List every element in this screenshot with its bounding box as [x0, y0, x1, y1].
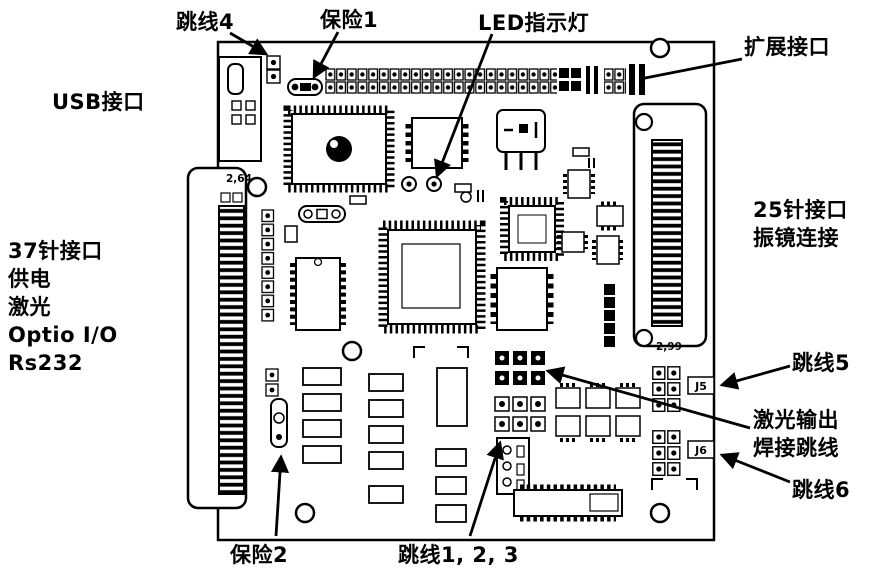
dimension-markings: 2,64 2,99: [226, 173, 682, 353]
jumper5-arrow: [719, 364, 791, 390]
label-led-indicator: LED指示灯: [478, 11, 590, 35]
jumper123-block: [494, 396, 548, 436]
expansion-leader-line: [639, 57, 743, 81]
qfp-chip-main: [378, 220, 486, 334]
label-line: 37针接口: [8, 239, 103, 263]
fuse2-arrow: [270, 454, 290, 537]
j6-marking: J6: [694, 444, 707, 457]
label-line: 焊接跳线: [753, 436, 839, 460]
label-line: Optio I/O: [8, 323, 118, 347]
jumper123-arrow: [468, 440, 504, 537]
laser-output-weld-jumpers: [494, 350, 548, 390]
crystal-oscillator: [298, 205, 346, 223]
jumper6-group: J6: [652, 430, 715, 478]
label-laser-output: 激光输出 焊接跳线: [753, 406, 839, 462]
small-soic-chips: [557, 147, 624, 265]
top-pin-header: [325, 64, 645, 95]
dsub-25pin-connector: [632, 102, 708, 348]
fuse2-component: [265, 368, 288, 448]
small-passives: [349, 183, 698, 490]
label-jumper123: 跳线1, 2, 3: [398, 543, 519, 567]
jumper4-arrow: [229, 31, 269, 56]
jumper6-arrow: [719, 452, 791, 484]
label-line: Rs232: [8, 351, 84, 375]
fuse1-arrow: [312, 31, 340, 80]
label-line: 供电: [8, 267, 51, 291]
dip-chip-left: [290, 257, 346, 331]
laser-output-arrow: [545, 366, 751, 430]
callout-arrows: [229, 31, 791, 537]
label-jumper4: 跳线4: [176, 10, 235, 34]
led-arrow: [434, 33, 494, 179]
label-line: 振镜连接: [753, 226, 839, 250]
label-fuse2: 保险2: [230, 543, 289, 567]
j5-marking: J5: [694, 380, 707, 393]
led-indicators: [401, 176, 484, 203]
label-fuse1: 保险1: [320, 8, 379, 32]
vertical-pin-strip: [604, 284, 615, 347]
dip-ic-bottom: [513, 484, 623, 522]
soic-grid-bottom-right: [555, 383, 641, 442]
label-line: 激光输出: [753, 408, 839, 432]
label-connector25: 25针接口 振镜连接: [753, 196, 848, 252]
qfp-chip-1: [283, 105, 395, 193]
label-jumper6: 跳线6: [792, 478, 851, 502]
bottom-pad-arrays: [302, 367, 468, 523]
jumper4-pads: [266, 55, 281, 84]
dsub-37pin-connector: [186, 166, 248, 510]
usb-connector: [218, 56, 262, 162]
label-line: 25针接口: [753, 198, 848, 222]
label-connector37: 37针接口 供电 激光 Optio I/O Rs232: [8, 237, 118, 377]
qfp-chip-2: [500, 197, 564, 261]
mounting-holes: [246, 37, 671, 524]
dim-left-marking: 2,64: [226, 173, 252, 185]
label-jumper5: 跳线5: [792, 351, 851, 375]
optocoupler-ic: [496, 437, 530, 495]
label-usb-port: USB接口: [52, 90, 145, 114]
voltage-regulator: [496, 109, 546, 170]
fuse1-component: [287, 78, 323, 96]
wide-ic-center: [490, 267, 554, 331]
dim-right-marking: 2,99: [656, 341, 682, 353]
left-pad-strip: [261, 209, 298, 322]
label-line: 激光: [8, 295, 51, 319]
label-expansion-port: 扩展接口: [744, 35, 830, 59]
